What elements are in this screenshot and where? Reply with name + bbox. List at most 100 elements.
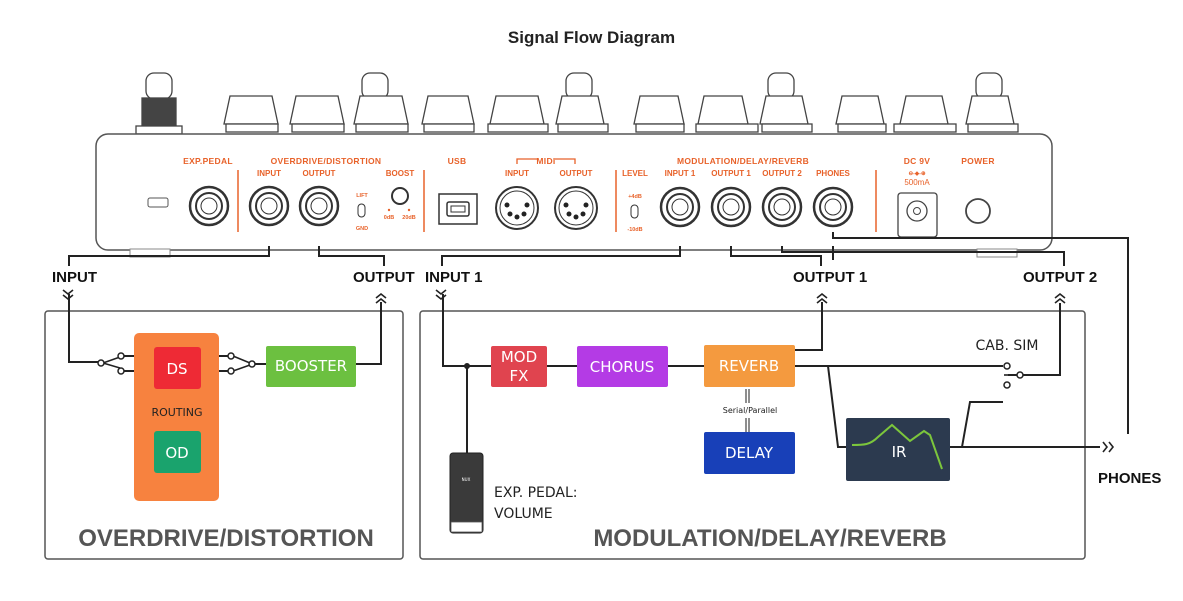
label-boost: BOOST [386,169,415,178]
knob [695,95,759,133]
chevrons [62,289,1115,453]
label-level-plus4: +4dB [628,194,642,200]
label-boost-20db: 20dB [402,215,415,221]
label-exp-pedal: EXP.PEDAL [183,156,233,166]
mdr-section-frame [419,310,1086,560]
led-indicator [147,197,169,208]
chevron-up-icon [816,292,828,304]
mod-fx-block [491,346,547,387]
label-input1: INPUT 1 [425,269,483,286]
label-output1: OUTPUT 1 [793,269,867,286]
delay-label: DELAY [725,444,774,462]
label-output2: OUTPUT 2 [1023,269,1097,286]
reverb-block [704,345,795,387]
label-dc: DC 9V [904,156,931,166]
footswitch-knob [555,72,609,133]
ds-label: DS [166,360,187,378]
knob [289,95,345,133]
jack-output1[interactable] [710,186,752,228]
label-od-input: INPUT [257,169,281,178]
label-level: LEVEL [622,169,648,178]
jack-output2[interactable] [761,186,803,228]
panel-wires [68,232,1129,434]
junction-dot [464,363,470,369]
label-output1: OUTPUT 1 [711,169,751,178]
label-od-output: OUTPUT [303,169,336,178]
label-input1: INPUT 1 [665,169,696,178]
od-label: OD [165,444,188,462]
midi-output-port[interactable] [554,186,598,230]
ir-label: IR [892,443,907,461]
label-input: INPUT [52,269,97,286]
od-block [154,431,201,473]
ir-block [846,418,950,481]
label-gnd: GND [356,226,368,232]
chorus-label: CHORUS [590,358,654,376]
label-output2: OUTPUT 2 [762,169,802,178]
label-od-section: OVERDRIVE/DISTORTION [271,156,382,166]
serial-parallel-label: Serial/Parallel [723,406,777,415]
cab-sim-label: CAB. SIM [976,338,1039,354]
routing-label: ROUTING [151,406,202,419]
exp-pedal-label-line1: EXP. PEDAL: [494,485,578,501]
level-switch[interactable] [630,204,639,219]
chorus-block [577,346,668,387]
delay-block [704,432,795,474]
chevron-up-icon [375,292,387,304]
footswitch-knob [759,72,813,133]
label-mdr-section: MODULATION/DELAY/REVERB [677,156,809,166]
footswitch-knob [353,72,409,133]
label-power: POWER [961,156,995,166]
ground-lift-switch[interactable] [357,203,366,218]
exp-pedal-label-line2: VOLUME [494,506,553,522]
diagram-title: Signal Flow Diagram [507,28,676,47]
mod-fx-label-line1: MOD [501,348,537,366]
label-phones: PHONES [816,169,850,178]
booster-label: BOOSTER [275,357,347,375]
label-output: OUTPUT [353,269,415,286]
od-section-frame [44,310,404,560]
footswitch-knob [965,72,1019,133]
label-lift: LIFT [356,193,368,199]
dc-polarity-icon: ⊖-◆-⊕ [908,170,926,177]
knob [487,95,549,133]
footswitch-left [135,72,183,135]
ir-curve [851,423,943,470]
reverb-label: REVERB [719,357,779,375]
chevron-right-icon [1102,441,1115,453]
mdr-section-title: MODULATION/DELAY/REVERB [593,525,946,552]
chevron-up-icon [1054,292,1066,304]
jack-od-output[interactable] [298,185,340,227]
label-level-minus10: -10dB [627,227,642,233]
od-section-title: OVERDRIVE/DISTORTION [78,525,374,552]
knob [223,95,279,133]
knob [633,95,685,133]
label-midi: MIDI [536,156,555,166]
jack-exp-pedal[interactable] [188,185,230,227]
knob [893,95,957,133]
booster-block [266,346,356,387]
jack-phones[interactable] [812,186,854,228]
ds-block [154,347,201,389]
mod-fx-label-line2: FX [510,367,529,385]
label-dc-current: 500mA [904,178,930,187]
device-rear-panel: EXP.PEDAL OVERDRIVE/DISTORTION INPUT OUT… [95,133,1053,258]
midi-input-port[interactable] [495,186,539,230]
device-knobs [135,72,1019,135]
label-phones: PHONES [1098,470,1161,487]
label-boost-0db: 0dB [384,215,394,221]
jack-od-input[interactable] [248,185,290,227]
chevron-down-icon [435,289,447,301]
knob [421,95,475,133]
label-midi-output: OUTPUT [560,169,593,178]
dc-power-jack[interactable] [897,192,938,238]
usb-port[interactable] [438,193,478,225]
serial-parallel-arrows [745,389,750,432]
jack-input1[interactable] [659,186,701,228]
expression-pedal-icon: NUX [449,452,484,534]
power-switch[interactable] [965,198,991,224]
knob [835,95,887,133]
pedal-brand: NUX [462,477,471,482]
boost-knob[interactable] [391,187,409,205]
